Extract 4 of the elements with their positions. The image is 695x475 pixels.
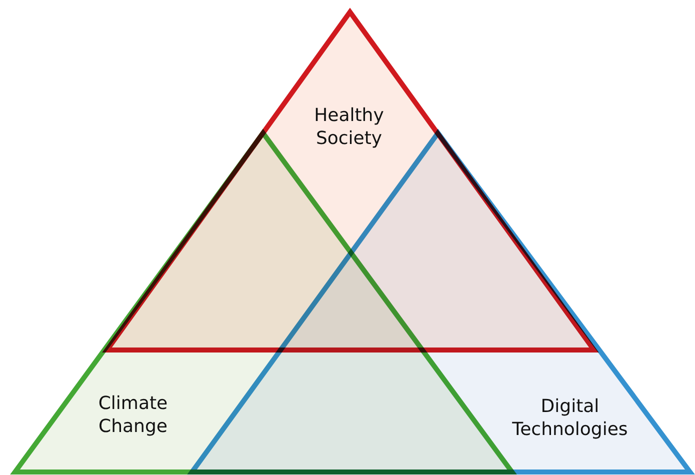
triangle-shape: [189, 130, 693, 475]
triangle-label: Digital Technologies: [511, 395, 629, 441]
triangle-label: Climate Change: [97, 392, 169, 438]
triangle-label: Healthy Society: [313, 104, 385, 150]
